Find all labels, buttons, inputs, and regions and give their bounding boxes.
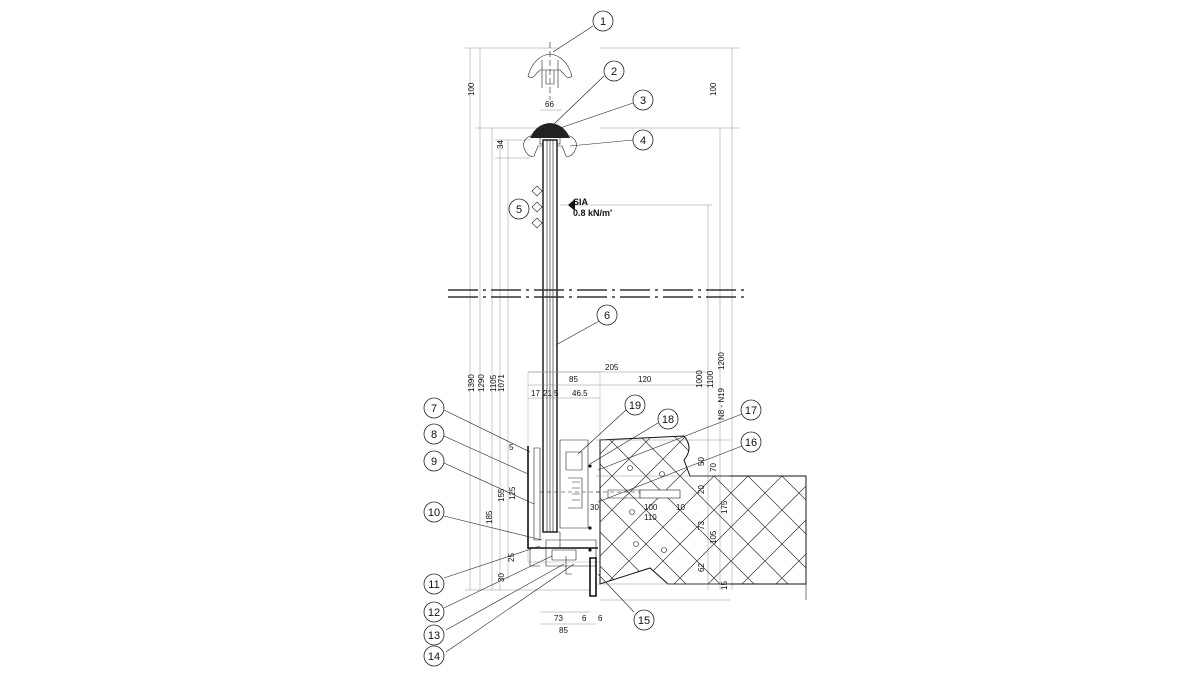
load-indicator: SIA 0.8 kN/m': [531, 185, 612, 229]
callout-16: 16: [740, 431, 762, 453]
dim-120: 120: [638, 375, 652, 384]
callout-12: 12: [423, 601, 445, 623]
dim-50: 50: [697, 457, 706, 466]
dim-1290: 1290: [477, 374, 486, 392]
callout-14: 14: [423, 645, 445, 667]
glass-panel: [542, 139, 558, 533]
dimension-labels: 100 100 66 34 205 85 120 17 21 5 46.5 13…: [467, 82, 729, 635]
svg-text:2: 2: [611, 66, 617, 78]
dim-185: 185: [485, 510, 494, 524]
callout-19: 19: [624, 394, 646, 416]
dim-6a: 6: [582, 614, 587, 623]
callout-8: 8: [423, 423, 445, 445]
svg-text:6: 6: [604, 310, 610, 322]
dim-1105: 1105: [489, 374, 498, 392]
dim-34: 34: [496, 140, 505, 149]
svg-text:16: 16: [745, 437, 757, 449]
callout-4: 4: [632, 129, 654, 151]
callout-1: 1: [592, 10, 614, 32]
callout-13: 13: [423, 624, 445, 646]
dim-70: 70: [709, 463, 718, 472]
dim-100-right: 100: [709, 82, 718, 96]
dim-175: 175: [720, 500, 729, 514]
callout-5: 5: [508, 198, 530, 220]
svg-text:4: 4: [640, 135, 646, 147]
dim-73-bottom: 73: [554, 614, 563, 623]
svg-text:7: 7: [431, 403, 437, 415]
dim-1000: 1000: [695, 370, 704, 388]
dim-10: 10: [676, 503, 685, 512]
break-line: [448, 289, 744, 298]
dim-30-left: 30: [497, 573, 506, 582]
callout-6: 6: [596, 304, 618, 326]
svg-text:14: 14: [428, 651, 440, 663]
svg-text:12: 12: [428, 607, 440, 619]
dim-levels: N8 - N19: [717, 387, 726, 420]
svg-text:3: 3: [640, 95, 646, 107]
svg-text:15: 15: [638, 615, 650, 627]
dim-1200: 1200: [717, 352, 726, 370]
horizontal-dimension-lines: [528, 109, 730, 625]
callouts: 1 2 3 4 5 6 7 8 9 10 11 12 13 14 15 16 1…: [423, 10, 762, 667]
handrail-cap-top: [527, 42, 573, 100]
svg-text:10: 10: [428, 507, 440, 519]
load-value: 0.8 kN/m': [573, 208, 612, 218]
dim-66: 66: [545, 100, 554, 109]
concrete-slab: [599, 435, 807, 600]
callout-15: 15: [633, 609, 655, 631]
dim-100-left: 100: [467, 82, 476, 96]
dim-6b: 6: [598, 614, 603, 623]
dim-85-top: 85: [569, 375, 578, 384]
dim-25: 25: [507, 553, 516, 562]
dim-73-right: 73: [697, 521, 706, 530]
svg-text:5: 5: [516, 204, 522, 216]
callout-18: 18: [657, 408, 679, 430]
load-arrow-icon: [568, 199, 575, 211]
svg-text:13: 13: [428, 630, 440, 642]
dim-110: 110: [644, 513, 657, 522]
dim-85-bottom: 85: [559, 626, 568, 635]
diamond-markers-icon: [531, 185, 543, 229]
leader-lines: [443, 25, 743, 653]
dim-125: 125: [508, 486, 517, 500]
callout-3: 3: [632, 89, 654, 111]
svg-text:1: 1: [600, 16, 606, 28]
dim-1100: 1100: [706, 370, 715, 388]
callout-10: 10: [423, 501, 445, 523]
callout-11: 11: [423, 573, 445, 595]
dim-5: 5: [554, 389, 559, 398]
svg-text:11: 11: [428, 579, 439, 591]
svg-text:18: 18: [662, 414, 674, 426]
dim-100: 100: [644, 503, 658, 512]
callout-9: 9: [423, 450, 445, 472]
svg-text:9: 9: [431, 456, 437, 468]
dim-17: 17: [531, 389, 540, 398]
dim-46-5: 46.5: [572, 389, 588, 398]
svg-text:8: 8: [431, 429, 437, 441]
dim-205: 205: [605, 363, 619, 372]
callout-17: 17: [740, 399, 762, 421]
svg-text:19: 19: [629, 400, 641, 412]
dim-20: 20: [697, 485, 706, 494]
handrail-profile: [523, 123, 577, 157]
dim-5-left: 5: [509, 443, 514, 452]
dim-1390: 1390: [467, 374, 476, 392]
dim-21: 21: [543, 389, 552, 398]
left-dimension-lines: [465, 47, 590, 591]
dim-105: 105: [709, 530, 718, 544]
dim-155: 155: [497, 488, 506, 502]
dim-1071: 1071: [497, 374, 506, 392]
dim-15: 15: [720, 581, 729, 590]
dim-30-mid: 30: [590, 503, 599, 512]
load-standard: SIA: [573, 197, 589, 207]
svg-text:17: 17: [745, 405, 757, 417]
dim-62: 62: [697, 563, 706, 572]
callout-2: 2: [603, 60, 625, 82]
callout-7: 7: [423, 397, 445, 419]
